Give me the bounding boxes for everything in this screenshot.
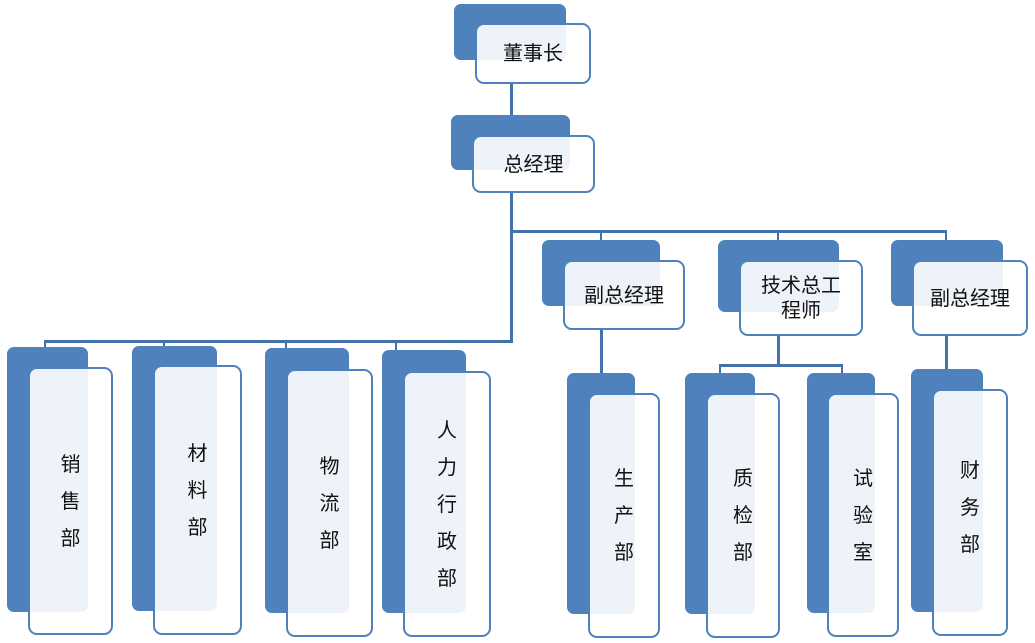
connector-deputy-gm-2-finance: [945, 336, 948, 372]
connector-drop-materials: [163, 340, 165, 350]
node-gm-card: 总经理: [472, 135, 595, 193]
node-chairman-label: 董事长: [503, 41, 563, 65]
node-deputy-gm-1-label: 副总经理: [584, 282, 664, 307]
connector-drop-logistics: [285, 340, 287, 352]
node-materials-card: 材料部: [153, 365, 242, 635]
node-lab-label: 试验室: [853, 465, 873, 564]
connector-gm-trunk: [510, 192, 513, 343]
node-production-card: 生产部: [588, 393, 660, 638]
node-logistics-card: 物流部: [286, 369, 373, 637]
node-materials-label: 材料部: [187, 440, 208, 539]
node-chief-engineer-label: 技术总工程师: [761, 273, 841, 322]
connector-chairman-gm: [510, 82, 513, 116]
node-sales-label: 销售部: [60, 451, 81, 550]
connector-drop-sales: [44, 340, 46, 352]
connector-chief-engineer-trunk: [777, 335, 780, 365]
node-hr-admin-card: 人力行政部: [403, 371, 491, 637]
connector-drop-lab: [841, 364, 843, 374]
connector-drop-deputy-gm-2: [945, 230, 947, 242]
node-sales-card: 销售部: [28, 367, 113, 635]
node-production-label: 生产部: [614, 466, 634, 564]
node-gm-label: 总经理: [503, 151, 564, 176]
connector-deputy-gm-1-production: [600, 330, 603, 374]
node-chief-engineer-card: 技术总工程师: [739, 260, 863, 336]
connector-drop-hr-admin: [395, 340, 397, 354]
connector-chief-engineer-bus: [719, 364, 843, 367]
node-chairman-card: 董事长: [475, 23, 591, 84]
node-hr-admin-label: 人力行政部: [437, 417, 457, 590]
node-deputy-gm-1-card: 副总经理: [563, 260, 685, 330]
connector-drop-qc: [719, 364, 721, 374]
connector-drop-deputy-gm-1: [600, 230, 602, 242]
node-finance-card: 财务部: [932, 389, 1008, 636]
node-qc-label: 质检部: [733, 466, 753, 564]
connector-upper-bus: [510, 230, 947, 233]
connector-drop-chief-engineer: [777, 230, 779, 242]
node-deputy-gm-2-label: 副总经理: [930, 285, 1010, 310]
node-qc-card: 质检部: [706, 393, 780, 638]
node-logistics-label: 物流部: [319, 453, 340, 552]
node-finance-label: 财务部: [960, 458, 980, 556]
node-deputy-gm-2-card: 副总经理: [912, 260, 1028, 336]
node-lab-card: 试验室: [827, 393, 899, 637]
connector-lower-bus: [44, 340, 513, 343]
